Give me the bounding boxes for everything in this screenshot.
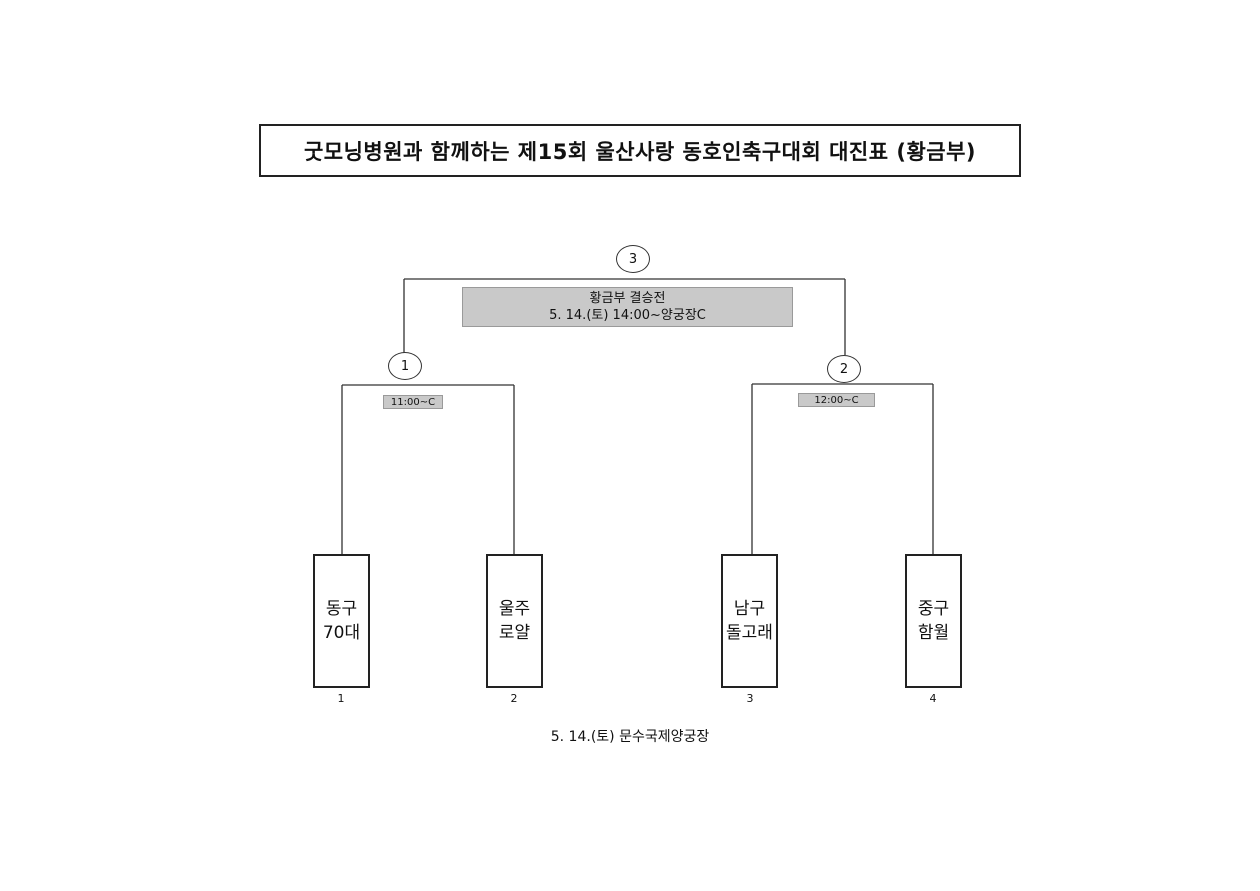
team-2-line1: 울주 [498, 599, 531, 619]
team-box-1: 동구 70대 [313, 554, 370, 688]
final-label: 황금부 결승전 5. 14.(토) 14:00~양궁장C [462, 287, 793, 327]
final-schedule: 5. 14.(토) 14:00~양궁장C [549, 308, 706, 323]
team-box-2: 울주 로얄 [486, 554, 543, 688]
team-4-line1: 중구 [917, 599, 950, 619]
team-3-line2: 돌고래 [726, 623, 773, 643]
semi-1-time: 11:00~C [383, 395, 443, 409]
team-1-line1: 동구 [325, 599, 358, 619]
team-1-line2: 70대 [322, 623, 361, 643]
team-box-4: 중구 함월 [905, 554, 962, 688]
venue-text: 5. 14.(토) 문수국제양궁장 [550, 729, 710, 745]
team-3-line1: 남구 [733, 599, 766, 619]
seed-3: 3 [746, 692, 754, 705]
page-title: 굿모닝병원과 함께하는 제15회 울산사랑 동호인축구대회 대진표 (황금부) [259, 124, 1021, 177]
seed-2: 2 [510, 692, 518, 705]
team-box-3: 남구 돌고래 [721, 554, 778, 688]
team-2-line2: 로얄 [498, 623, 531, 643]
semi-2-time: 12:00~C [798, 393, 875, 407]
semi-2-match-number: 2 [827, 355, 861, 383]
seed-4: 4 [929, 692, 937, 705]
final-match-number: 3 [616, 245, 650, 273]
final-title: 황금부 결승전 [589, 291, 666, 306]
semi-1-match-number: 1 [388, 352, 422, 380]
seed-1: 1 [337, 692, 345, 705]
team-4-line2: 함월 [917, 623, 950, 643]
